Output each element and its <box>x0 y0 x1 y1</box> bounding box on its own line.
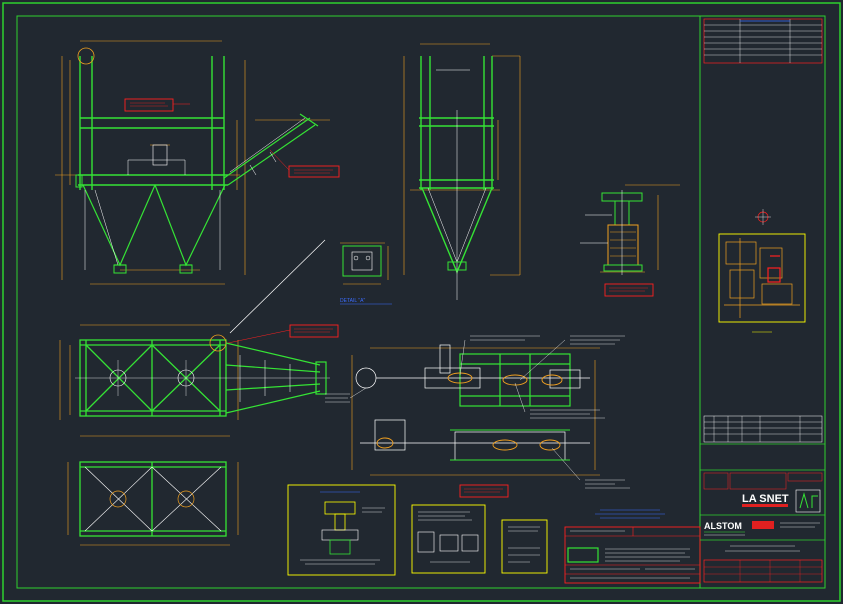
front-elevation-view <box>55 40 340 285</box>
company-logo-block: LA SNET <box>700 489 825 516</box>
manufacturer-logo-bar <box>752 521 774 529</box>
revision-grid <box>700 415 825 490</box>
project-title-block <box>703 545 823 583</box>
revision-table <box>703 18 823 64</box>
detail-a-view: DETAIL "A" <box>229 239 392 334</box>
conveyor-note-box <box>288 165 340 178</box>
support-detail-view <box>580 184 680 297</box>
feeder-elevation-view <box>325 335 665 519</box>
plan-view-lower <box>67 461 239 546</box>
front-hoppers <box>82 184 226 267</box>
plan-lower-frame <box>79 461 227 537</box>
manufacturer-logo-block: ALSTOM <box>700 521 825 541</box>
detail-a-label: DETAIL "A" <box>340 298 365 304</box>
company-logo-bar <box>742 504 788 507</box>
feeder-frame <box>459 353 571 407</box>
inner-border <box>16 15 826 589</box>
side-elevation-view <box>403 43 521 300</box>
feeder-callouts <box>349 339 581 481</box>
side-columns <box>419 56 494 274</box>
front-conveyor <box>223 113 319 186</box>
detail-box-1 <box>287 484 396 576</box>
front-note-box <box>124 98 174 112</box>
front-columns <box>78 56 228 190</box>
detail-box-3 <box>501 519 548 574</box>
feeder-note-box <box>459 484 509 498</box>
manufacturer-logo: ALSTOM <box>704 521 742 531</box>
company-emblem-icon <box>795 489 821 513</box>
company-logo: LA SNET <box>742 493 789 505</box>
plan-view-upper <box>59 324 339 437</box>
key-plan <box>718 209 806 333</box>
front-elevation-dimensions <box>55 40 330 285</box>
front-wall-lines <box>84 159 221 270</box>
support-note-box <box>604 283 654 297</box>
side-elevation-dimensions <box>403 43 521 276</box>
plan-conveyor <box>225 342 327 414</box>
lower-title-block <box>564 526 701 584</box>
plan-note-box <box>289 324 339 338</box>
detail-box-2 <box>411 504 486 574</box>
